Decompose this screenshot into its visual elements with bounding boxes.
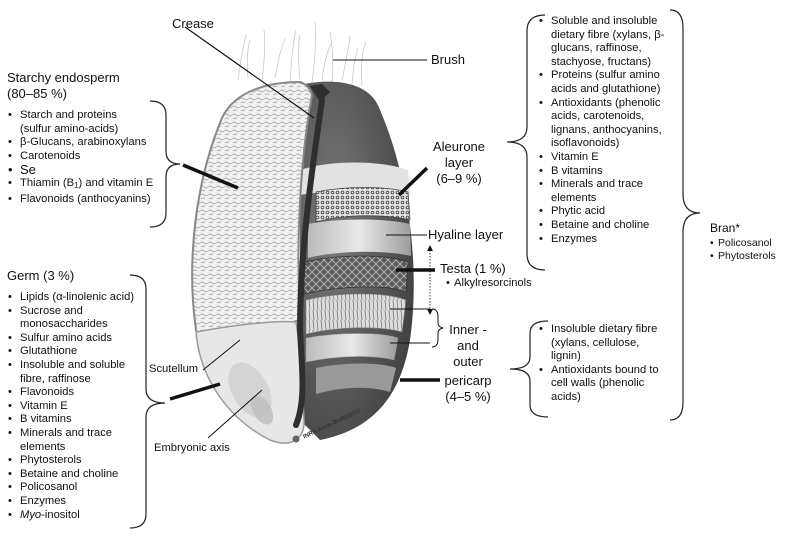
aleurone-compound-item: Phytic acid	[538, 205, 666, 219]
endosperm-item: Starch and proteins(sulfur amino-acids)	[7, 109, 153, 136]
germ-item: Minerals and trace elements	[7, 427, 135, 454]
hyaline-layer-band	[308, 219, 411, 258]
aleurone-compound-item: Proteins (sulfur amino acids and glutath…	[538, 69, 666, 96]
pericarp-compounds-list: Insoluble dietary fibre (xylans, cellulo…	[538, 323, 666, 405]
endosperm-item: Flavonoids (anthocyanins)	[7, 193, 153, 207]
aleurone-leader	[397, 166, 429, 197]
bran-list: PolicosanolPhytosterols	[710, 237, 776, 263]
braces	[129, 9, 701, 529]
germ-item: Lipids (α-linolenic acid)	[7, 291, 135, 305]
endosperm-brace	[149, 100, 181, 228]
label-pericarp-share: pericarp (4–5 %)	[440, 373, 496, 405]
endosperm-item-text-cont: (sulfur amino-acids)	[20, 122, 119, 135]
aleurone-band-light	[300, 162, 410, 195]
pericarp-share: (4–5 %)	[445, 389, 491, 404]
endosperm-item: Se	[7, 163, 153, 177]
pericarp-compound-item: Insoluble dietary fibre (xylans, cellulo…	[538, 323, 666, 364]
label-testa: Testa (1 %)	[440, 261, 506, 276]
italic-prefix: Myo	[20, 508, 42, 521]
starchy-endosperm-region	[191, 80, 314, 341]
label-scutellum: Scutellum	[149, 363, 199, 375]
pericarp-compound-item: Antioxidants bound to cell walls (phenol…	[538, 364, 666, 405]
endosperm-item-text: Starch and proteins	[20, 109, 118, 121]
germ-item: Policosanol	[7, 481, 135, 495]
inner-pericarp-band	[305, 293, 407, 335]
germ-item: Myo-inositol	[7, 509, 135, 523]
embryonic-axis-leader	[207, 389, 263, 439]
endosperm-title-text: Starchy endosperm	[7, 70, 120, 85]
endosperm-item: Carotenoids	[7, 150, 153, 164]
label-testa-alkylresorcinols: Alkylresorcinols	[446, 277, 532, 291]
subscript: 1	[74, 180, 79, 190]
endosperm-item-thiamin: Thiamin (B1) and vitamin E	[7, 177, 153, 193]
germ-item: Enzymes	[7, 495, 135, 509]
scutellum-leader	[202, 339, 241, 371]
starchy-endosperm-title: Starchy endosperm (80–85 %)	[7, 70, 120, 102]
germ-list: Lipids (α-linolenic acid)Sucrose and mon…	[7, 291, 135, 522]
label-hyaline-layer: Hyaline layer	[428, 227, 504, 242]
germ-item: Sulfur amino acids	[7, 332, 135, 346]
testa-item: Alkylresorcinols	[446, 277, 532, 291]
aleurone-line-1: Aleurone	[432, 139, 486, 154]
testa-band	[303, 255, 409, 295]
inra-logo-icon	[292, 435, 300, 443]
aleurone-compounds-list: Soluble and insoluble dietary fibre (xyl…	[538, 15, 666, 246]
germ-item: Sucrose and monosaccharides	[7, 305, 135, 332]
pericarp-compounds-brace	[509, 320, 549, 418]
aleurone-compound-item: Antioxidants (phenolic acids, carotenoid…	[538, 97, 666, 151]
aleurone-line-2: layer	[444, 155, 474, 170]
pericarp-line-2: and	[457, 338, 479, 353]
germ-item: Insoluble and soluble fibre, raffinose	[7, 359, 135, 386]
germ-leader	[169, 382, 221, 401]
germ-item: Flavonoids	[7, 386, 135, 400]
aleurone-compound-item: B vitamins	[538, 165, 666, 179]
aleurone-share: (6–9 %)	[436, 171, 482, 186]
aleurone-compound-item: Enzymes	[538, 233, 666, 247]
crease-leader	[184, 26, 315, 119]
aleurone-compound-item: Vitamin E	[538, 151, 666, 165]
pericarp-line-3: outer	[453, 354, 483, 369]
bran-title: Bran*	[710, 221, 741, 235]
crease-top	[310, 84, 330, 102]
label-embryonic-axis: Embryonic axis	[154, 442, 230, 454]
label-pericarp: Inner - and outer	[440, 322, 496, 370]
germ-title: Germ (3 %)	[7, 268, 75, 283]
germ-item: Glutathione	[7, 345, 135, 359]
aleurone-compound-item: Minerals and trace elements	[538, 178, 666, 205]
germ-brace	[129, 274, 166, 529]
label-crease: Crease	[172, 16, 214, 31]
aleurone-compound-item: Soluble and insoluble dietary fibre (xyl…	[538, 15, 666, 69]
endosperm-leader	[182, 163, 239, 190]
endosperm-item: β-Glucans, arabinoxylans	[7, 136, 153, 150]
embryonic-axis-inner	[250, 395, 274, 425]
crease-line	[293, 87, 326, 428]
pericarp-band-lower	[316, 363, 396, 394]
bran-item: Policosanol	[710, 237, 776, 250]
aleurone-compound-item: Betaine and choline	[538, 219, 666, 233]
bran-item: Phytosterols	[710, 250, 776, 263]
bran-brace	[669, 9, 701, 421]
label-aleurone-layer: Aleurone layer (6–9 %)	[421, 139, 497, 187]
germ-item: B vitamins	[7, 413, 135, 427]
pericarp-small-brace	[431, 308, 444, 348]
aleurone-brace	[506, 14, 546, 271]
germ-item: Betaine and choline	[7, 468, 135, 482]
starchy-endosperm-list: Starch and proteins(sulfur amino-acids) …	[7, 109, 153, 206]
germ-item: Phytosterols	[7, 454, 135, 468]
leader-lines	[169, 26, 444, 439]
aleurone-layer-band	[315, 187, 411, 223]
germ-item: Vitamin E	[7, 400, 135, 414]
pericarp-line-1: Inner -	[449, 322, 487, 337]
label-brush: Brush	[431, 52, 465, 67]
pericarp-line-4: pericarp	[444, 373, 492, 388]
endosperm-share: (80–85 %)	[7, 86, 67, 101]
outer-pericarp-band	[305, 333, 399, 363]
